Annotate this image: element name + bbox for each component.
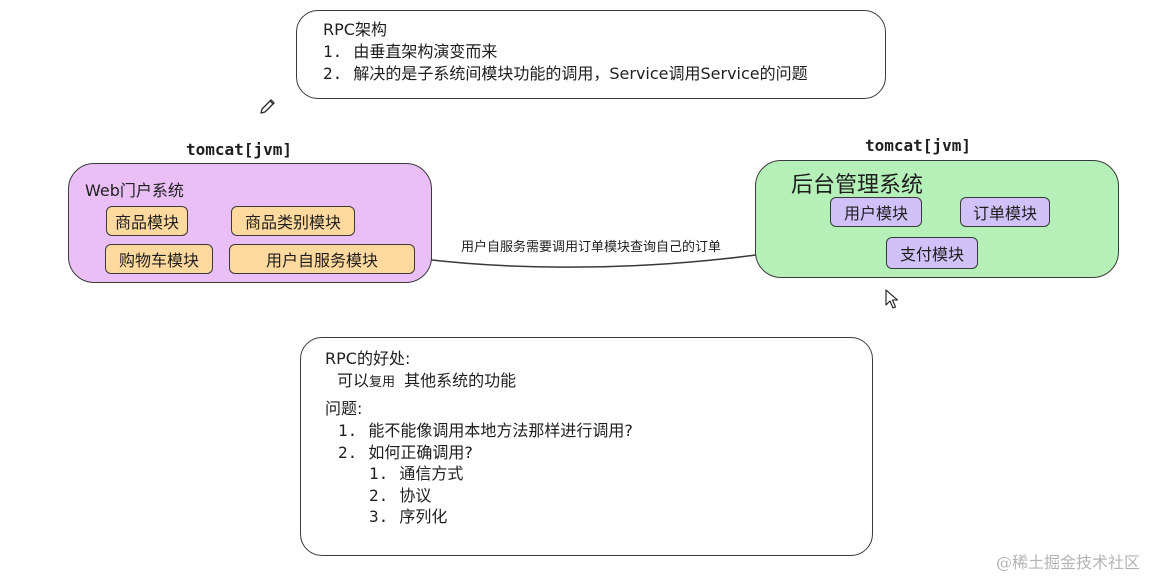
module-shopping-cart: 购物车模块 (105, 244, 213, 274)
benefit-line: 可以复用 其他系统的功能 (337, 370, 516, 394)
item-number: 1. (338, 421, 358, 440)
item-number: 3. (369, 507, 389, 526)
benefit-small: 复用 (369, 375, 396, 390)
item-number: 2. (338, 443, 358, 462)
web-portal-system: Web门户系统 商品模块 商品类别模块 购物车模块 用户自服务模块 (68, 163, 432, 283)
item-text: 由垂直架构演变而来 (353, 42, 498, 61)
architecture-note-item: 1. 由垂直架构演变而来 (323, 41, 497, 63)
benefit-prefix: 可以 (337, 371, 370, 390)
web-container-label: tomcat[jvm] (186, 140, 292, 159)
module-product-categories: 商品类别模块 (231, 206, 355, 236)
item-text: 通信方式 (399, 464, 464, 483)
web-portal-title: Web门户系统 (85, 181, 184, 200)
item-number: 1. (369, 464, 389, 483)
question-item: 1. 能不能像调用本地方法那样进行调用? (338, 420, 633, 442)
mouse-cursor-icon (885, 289, 899, 309)
sub-item: 1. 通信方式 (369, 463, 463, 485)
benefit-suffix: 其他系统的功能 (404, 371, 517, 390)
item-number: 2. (323, 64, 343, 83)
item-text: 能不能像调用本地方法那样进行调用? (368, 421, 633, 440)
module-payment: 支付模块 (886, 237, 978, 269)
item-text: 解决的是子系统间模块功能的调用，Service调用Service的问题 (353, 64, 808, 83)
arrow-label: 用户自服务需要调用订单模块查询自己的订单 (461, 240, 722, 255)
item-text: 协议 (399, 486, 432, 505)
item-number: 2. (369, 486, 389, 505)
sub-item: 2. 协议 (369, 485, 431, 507)
architecture-note: RPC架构 1. 由垂直架构演变而来 2. 解决的是子系统间模块功能的调用，Se… (296, 10, 886, 99)
module-users: 用户模块 (830, 197, 922, 227)
pencil-icon (260, 99, 275, 114)
module-user-self-service: 用户自服务模块 (229, 244, 415, 274)
questions-title: 问题: (325, 399, 363, 418)
backend-container-label: tomcat[jvm] (865, 136, 971, 155)
item-number: 1. (323, 42, 343, 61)
item-text: 如何正确调用? (368, 443, 473, 462)
architecture-note-item: 2. 解决的是子系统间模块功能的调用，Service调用Service的问题 (323, 63, 808, 85)
benefits-title: RPC的好处: (325, 349, 411, 368)
benefits-note: RPC的好处: 可以复用 其他系统的功能 问题: 1. 能不能像调用本地方法那样… (300, 337, 873, 556)
module-orders: 订单模块 (960, 197, 1050, 227)
question-item: 2. 如何正确调用? (338, 442, 473, 464)
watermark: @稀土掘金技术社区 (996, 553, 1141, 572)
module-products: 商品模块 (106, 206, 188, 236)
backend-management-system: 后台管理系统 用户模块 订单模块 支付模块 (755, 160, 1119, 278)
architecture-note-title: RPC架构 (323, 20, 387, 39)
item-text: 序列化 (399, 507, 448, 526)
backend-title: 后台管理系统 (791, 173, 924, 198)
sub-item: 3. 序列化 (369, 506, 447, 528)
